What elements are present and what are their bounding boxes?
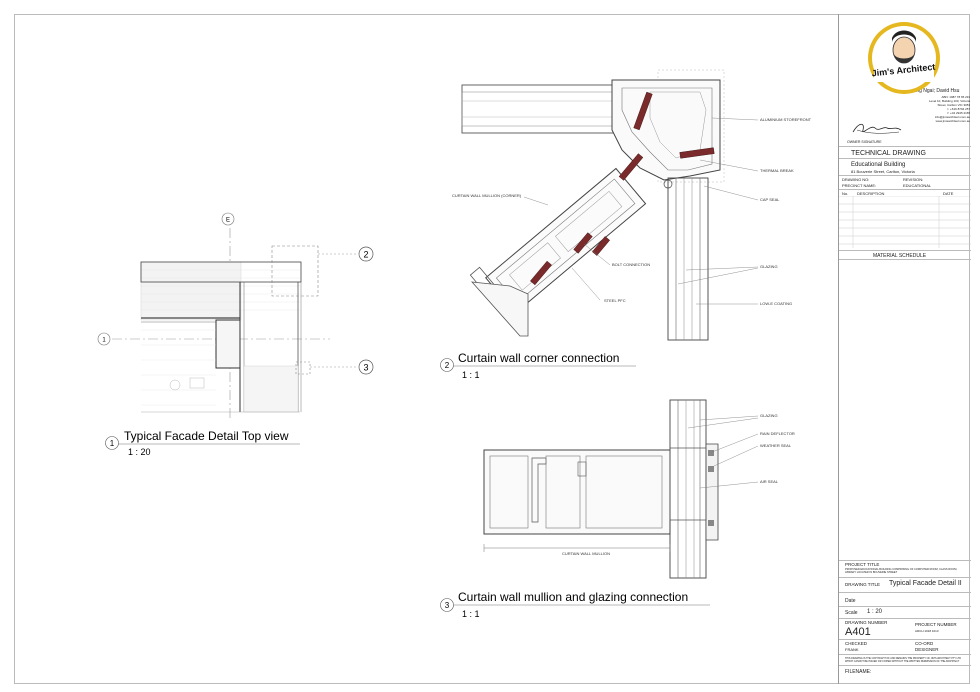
view1-plan: E 1 xyxy=(97,212,374,420)
tb-project-number: ARCH 1018 1013 xyxy=(915,629,939,633)
view1-title: 1 Typical Facade Detail Top view 1 : 20 xyxy=(105,429,300,457)
tb-rev-date-header: DATE xyxy=(943,191,954,196)
label-weather-seal: WEATHER SEAL xyxy=(760,443,792,448)
tb-filename-label: FILENAME: xyxy=(845,669,872,675)
grid-1-label: 1 xyxy=(102,338,106,344)
callout-3-label: 3 xyxy=(363,363,368,373)
tb-contact: ABN: 1987 78 65 291 Level 10, Building 1… xyxy=(929,95,971,123)
tb-rev-desc-header: DESCRIPTION xyxy=(857,191,885,196)
tb-checked-value: FRANK xyxy=(845,647,859,652)
label-mullion-corner: CURTAIN WALL MULLION (CORNER) xyxy=(452,193,522,198)
tb-precinct-value: EDUCATIONAL xyxy=(903,183,932,188)
label-lowe-coating: LOW-E COATING xyxy=(760,301,792,306)
drawing-canvas: E 1 xyxy=(97,69,812,619)
label-air-seal: AIR SEAL xyxy=(760,479,779,484)
tb-drawing-title-label: DRAWING TITLE xyxy=(845,582,881,587)
callout-2-label: 2 xyxy=(363,250,368,260)
view3-scale: 1 : 1 xyxy=(462,609,480,619)
label-steel-pfc: STEEL PFC xyxy=(604,298,626,303)
tb-material-schedule: MATERIAL SCHEDULE xyxy=(873,253,927,259)
tb-checked-label: CHECKED xyxy=(845,641,868,646)
label-glazing: GLAZING xyxy=(760,264,778,269)
tb-project-title-label: PROJECT TITLE xyxy=(845,562,880,567)
label-bolt-connection: BOLT CONNECTION xyxy=(612,262,650,267)
tb-names: TszFung Ngai; David Hsu xyxy=(903,88,960,94)
view2-title-text: Curtain wall corner connection xyxy=(458,351,619,365)
label-cap-seal: CAP SEAL xyxy=(760,197,780,202)
label-thermal-break: THERMAL BREAK xyxy=(760,168,794,173)
grid-e-label: E xyxy=(226,218,230,224)
view2-title: 2 Curtain wall corner connection 1 : 1 xyxy=(440,351,636,380)
view3-title: 3 Curtain wall mullion and glazing conne… xyxy=(440,590,710,619)
tb-drawing-no-label: DRAWING NO: xyxy=(842,177,870,182)
tb-drawing-title: Typical Facade Detail II xyxy=(889,580,962,587)
tb-building: Educational Building xyxy=(851,162,906,168)
tb-scale-value: 1 : 20 xyxy=(867,609,883,615)
signature-image xyxy=(852,123,902,134)
label-curtain-wall-mullion: CURTAIN WALL MULLION xyxy=(562,551,610,556)
jims-architect-logo: Jim's Architect xyxy=(868,22,940,94)
label-aluminium-storefront: ALUMINIUM STOREFRONT xyxy=(760,117,812,122)
tb-precinct-label: PRECINCT NAME: xyxy=(842,183,877,188)
tb-rev-no-header: No. xyxy=(842,191,849,196)
view1-title-text: Typical Facade Detail Top view xyxy=(124,429,289,443)
tb-designer-label: DESIGNER xyxy=(915,647,939,652)
tb-drawing-type: TECHNICAL DRAWING xyxy=(851,150,926,157)
tb-owner-signature: OWNER SIGNATURE xyxy=(847,140,882,144)
tb-date-label: Date xyxy=(845,598,856,604)
label-rain-deflector: RAIN DEFLECTOR xyxy=(760,431,795,436)
tb-scale-label: Scale xyxy=(845,610,858,616)
revision-table-grid xyxy=(839,196,971,248)
tb-drawing-number-label: DRAWING NUMBER xyxy=(845,620,888,625)
view2-detail: ALUMINIUM STOREFRONT THERMAL BREAK CAP S… xyxy=(452,69,812,341)
view3-title-text: Curtain wall mullion and glazing connect… xyxy=(458,590,688,604)
tb-drawing-number: A401 xyxy=(845,626,871,638)
view2-number: 2 xyxy=(445,361,450,370)
view1-scale: 1 : 20 xyxy=(128,447,151,457)
tb-project-title-text: PROPOSED EDUCATIONAL BUILDING COMPRISING… xyxy=(845,568,958,575)
view1-number: 1 xyxy=(110,439,115,448)
tb-project-number-label: PROJECT NUMBER xyxy=(915,622,957,627)
tb-coord-label: CO-ORD xyxy=(915,641,934,646)
view3-number: 3 xyxy=(445,601,450,610)
tb-copyright: THIS DRAWING IS THE COPYRIGHT OF AND REM… xyxy=(845,657,961,664)
view3-detail: GLAZING RAIN DEFLECTOR WEATHER SEAL AIR … xyxy=(483,399,795,579)
tb-revision-label: REVISION: xyxy=(903,177,924,182)
sheet-border xyxy=(14,14,970,684)
label-glazing-v3: GLAZING xyxy=(760,413,778,418)
tb-address: 81 Bouverie Street, Carlton, Victoria xyxy=(851,169,915,174)
title-block: TszFung Ngai; David Hsu ABN: 1987 78 65 … xyxy=(838,14,971,684)
view2-scale: 1 : 1 xyxy=(462,370,480,380)
